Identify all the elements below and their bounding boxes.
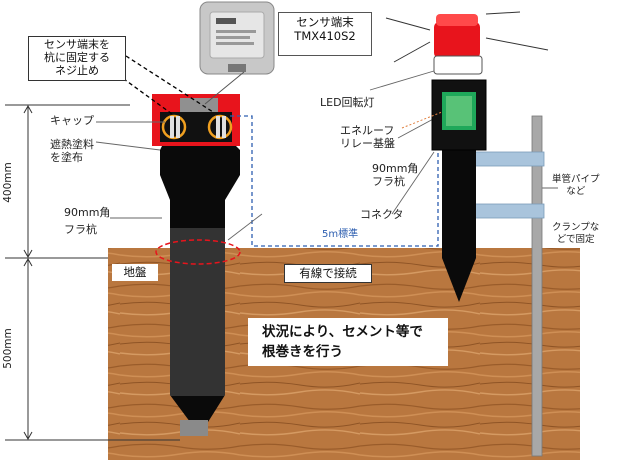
- coating-label-line1: 遮熱塗料: [50, 138, 94, 151]
- clamp-label: クランプな どで固定: [552, 222, 599, 246]
- led-label: LED回転灯: [320, 96, 375, 109]
- relay-pointer-arrow: [401, 111, 443, 129]
- right-pile: [442, 148, 476, 302]
- dim-400-label: 400mm: [1, 162, 14, 203]
- dimension-lines: [5, 104, 180, 441]
- note-text-line1: 状況により、セメント等で: [262, 324, 423, 340]
- pipe-label: 単管パイプ など: [552, 174, 600, 198]
- relay-label: エネルーフ リレー基盤: [340, 124, 395, 150]
- sensor-pointer-line: [204, 71, 245, 105]
- relay-label-line2: リレー基盤: [340, 137, 395, 150]
- sensor-callout-title: センサ端末: [296, 15, 354, 29]
- wired-label: 有線で接続: [284, 264, 372, 283]
- left-pile-tip: [180, 420, 208, 436]
- pile-left-label-line1: 90mm角: [64, 206, 111, 219]
- sensor-callout-model: TMX410S2: [294, 29, 356, 43]
- wired-cable: [230, 115, 439, 247]
- note-text: 状況により、セメント等で 根巻きを行う: [262, 322, 423, 362]
- left-pile-buried-tint: [170, 228, 225, 396]
- pile-left-label-line2: フラ杭: [64, 223, 97, 236]
- ground-seal-marker: [155, 239, 241, 265]
- pipe-label-line2: など: [566, 186, 586, 197]
- pile-right-label-line2: フラ杭: [372, 175, 405, 188]
- dim-500-label: 500mm: [1, 328, 14, 369]
- pile-right-label: 90mm角 フラ杭: [372, 162, 418, 188]
- screw-callout-box: センサ端末を 杭に固定する ネジ止め: [28, 36, 126, 81]
- screw-callout-line1: センサ端末を: [44, 38, 110, 51]
- led-beacon-icon: [385, 11, 549, 75]
- pipe-label-line1: 単管パイプ: [552, 174, 600, 185]
- connector-label: コネクタ: [360, 208, 404, 221]
- relay-label-line1: エネルーフ: [340, 124, 395, 137]
- clamp-label-line1: クランプな: [552, 222, 600, 233]
- ground-label: 地盤: [112, 264, 158, 281]
- note-text-line2: 根巻きを行う: [262, 344, 343, 360]
- coating-label: 遮熱塗料 を塗布: [50, 138, 94, 164]
- cable-length-label: 5m標準: [322, 229, 359, 240]
- sensor-callout-box: センサ端末 TMX410S2: [278, 12, 372, 56]
- coating-label-line2: を塗布: [50, 151, 83, 164]
- pile-left-label: 90mm角 フラ杭: [64, 206, 110, 236]
- screw-callout-line2: 杭に固定する: [44, 51, 110, 64]
- screw-callout-line3: ネジ止め: [55, 64, 99, 77]
- note-panel: [248, 318, 448, 366]
- pile-right-label-line1: 90mm角: [372, 162, 419, 175]
- clamp-label-line2: どで固定: [556, 234, 595, 245]
- pipe: [531, 115, 543, 457]
- cap-label: キャップ: [50, 114, 94, 127]
